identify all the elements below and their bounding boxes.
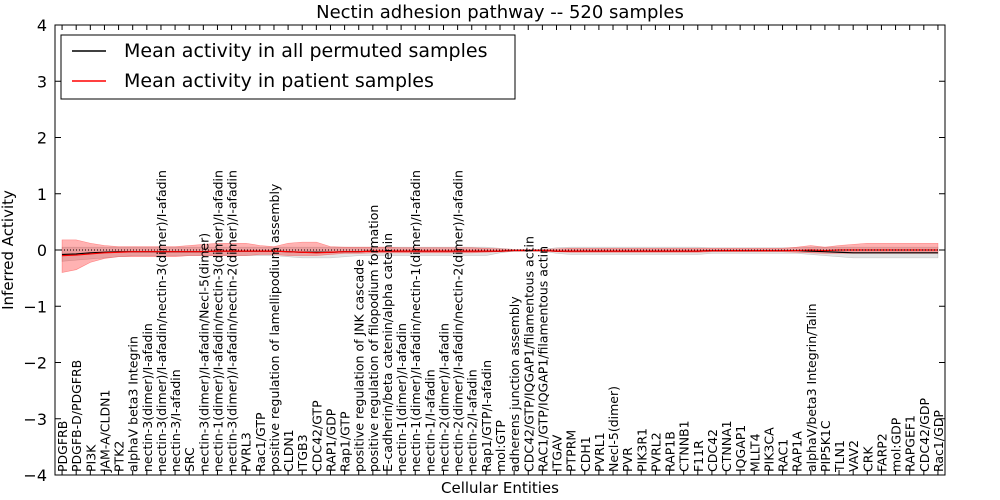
x-tick-label: JAM-A/CLDN1 [97, 390, 112, 473]
x-tick-label: CTNNA1 [719, 420, 734, 472]
y-tick-label: −2 [23, 354, 47, 373]
y-tick-label: 4 [37, 16, 47, 35]
x-tick-label: PIK3R1 [634, 428, 649, 472]
x-tick-label: CDH1 [578, 436, 593, 472]
x-tick-label: nectin-2(dimer)/I-afadin/nectin-2(dimer)… [451, 170, 466, 472]
x-tick-label: E-cadherin/beta catenin/alpha catenin [380, 233, 395, 472]
x-tick-label: nectin-3(dimer)/I-afadin [140, 323, 155, 472]
y-axis: −4 −3 −2 −1 0 1 2 3 4 [23, 16, 945, 485]
x-tick-label: nectin-2(dimer)/I-afadin [436, 323, 451, 472]
x-tick-label: Rac1/GTP [253, 412, 268, 472]
x-tick-label: VAV2 [846, 440, 861, 472]
x-tick-label: PVRL1 [592, 432, 607, 472]
x-tick-label: nectin-3(dimer)/I-afadin/nectin-3(dimer)… [154, 170, 169, 472]
x-tick-label: alphaV/beta3 Integrin/Talin [804, 304, 819, 473]
x-tick-label: CDC42 [705, 429, 720, 472]
y-tick-label: −4 [23, 466, 47, 485]
x-tick-label: RAP1B [663, 431, 678, 472]
x-tick-label: CDC42/GTP/IQGAP1/filamentous actin [521, 236, 536, 472]
y-tick-label: 2 [37, 129, 47, 148]
x-tick-label: MLLT4 [747, 433, 762, 472]
y-tick-label: −3 [23, 410, 47, 429]
x-tick-label: PIP5K1C [818, 420, 833, 472]
x-tick-label: TLN1 [832, 440, 847, 473]
x-tick-label: mol:GTP [493, 420, 508, 472]
x-tick-label: PVRL2 [648, 432, 663, 472]
y-tick-label: 0 [37, 241, 47, 260]
x-tick-label: CDC42/GTP [309, 400, 324, 472]
y-tick-label: 1 [37, 185, 47, 204]
x-tick-label: CDC42/GDP [917, 397, 932, 472]
confidence-bands [61, 239, 939, 273]
x-tick-label: PI3K [83, 444, 98, 472]
x-tick-label: CLDN1 [281, 429, 296, 472]
x-tick-label: CTNNB1 [677, 420, 692, 472]
chart-title: Nectin adhesion pathway -- 520 samples [316, 2, 684, 23]
x-tick-label: F11R [691, 440, 706, 472]
series-band-2 [61, 239, 939, 273]
y-tick-label: −1 [23, 297, 47, 316]
x-tick-label: adherens junction assembly [507, 296, 522, 472]
x-tick-label: RAP1A [790, 431, 805, 472]
x-tick-label: SRC [182, 447, 197, 472]
x-tick-label: Rap1/GTP [338, 411, 353, 472]
x-tick-label: nectin-1(dimer)/I-afadin/nectin-3(dimer)… [210, 170, 225, 472]
x-tick-label: PDGFRB [55, 421, 70, 472]
x-tick-label: CRK [860, 446, 875, 472]
x-tick-label: PDGFB-D/PDGFRB [69, 360, 84, 472]
legend-box [60, 34, 516, 100]
series-line-2 [62, 249, 938, 257]
legend-label-1: Mean activity in all permuted samples [124, 40, 487, 62]
x-tick-label: PTK2 [112, 441, 127, 472]
x-tick-label: RAC1 [776, 439, 791, 472]
y-axis-label: Inferred Activity [0, 190, 17, 310]
x-tick-label: RAC1/GTP/IQGAP1/filamentous actin [535, 246, 550, 472]
x-tick-label: ITGB3 [295, 434, 310, 472]
x-tick-label: mol:GDP [889, 417, 904, 472]
x-tick-label: RAP1/GDP [323, 408, 338, 472]
x-tick-label: PVR [620, 447, 635, 472]
x-tick-label: nectin-3/I-afadin [168, 369, 183, 472]
y-tick-label: 3 [37, 72, 47, 91]
x-tick-label: Necl-5(dimer) [606, 386, 621, 472]
series-lines [62, 249, 938, 257]
x-tick-label: positive regulation of JNK cascade [352, 259, 367, 472]
x-tick-label: positive regulation of lamellipodium ass… [267, 183, 282, 472]
x-tick-label: IQGAP1 [733, 425, 748, 472]
legend-label-2: Mean activity in patient samples [124, 70, 434, 92]
legend: Mean activity in all permuted samplesMea… [60, 34, 516, 100]
x-tick-label: nectin-3(dimer)/I-afadin/Necl-5(dimer) [196, 233, 211, 472]
x-tick-label: positive regulation of filopodium format… [366, 205, 381, 472]
x-axis-label: Cellular Entities [441, 479, 559, 497]
x-tick-label: nectin-3(dimer)/I-afadin/nectin-2(dimer)… [225, 170, 240, 472]
x-tick-label: FARP2 [874, 433, 889, 472]
x-tick-label: PTPRM [564, 430, 579, 472]
x-tick-label: PIK3CA [761, 427, 776, 472]
x-tick-label: RAPGEF1 [903, 415, 918, 472]
x-tick-label: nectin-1/I-afadin [422, 369, 437, 472]
x-tick-label: Rap1/GTP/I-afadin [479, 360, 494, 472]
x-tick-label: alphaV beta3 Integrin [126, 336, 141, 472]
x-tick-label: Rac1/GDP [931, 410, 946, 472]
x-tick-label: nectin-1(dimer)/I-afadin/nectin-1(dimer)… [408, 170, 423, 472]
x-tick-label: nectin-1(dimer)/I-afadin [394, 323, 409, 472]
x-tick-label: nectin-2/I-afadin [465, 369, 480, 472]
x-tick-label: PVRL3 [239, 432, 254, 472]
x-tick-label: ITGAV [550, 434, 565, 472]
